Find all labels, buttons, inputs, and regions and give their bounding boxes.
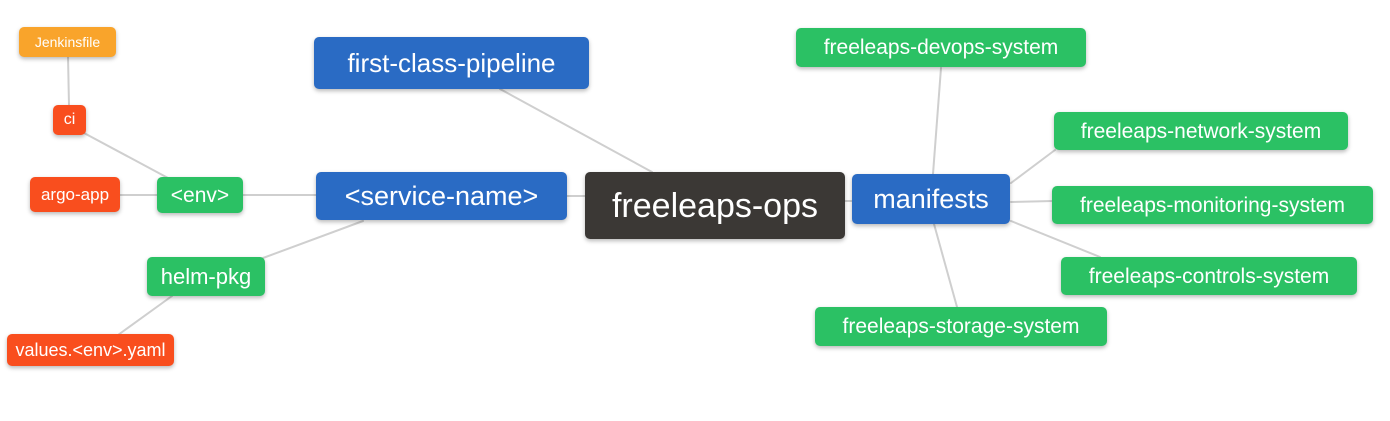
edge-helm-pkg--service-name (262, 220, 364, 259)
edge-manifests--network-system (1010, 149, 1056, 184)
edge-first-class-pipeline--freeleaps-ops (499, 88, 653, 173)
node-freeleaps-ops[interactable]: freeleaps-ops (585, 172, 845, 239)
edge-jenkinsfile--ci (67, 55, 70, 107)
node-first-class-pipeline[interactable]: first-class-pipeline (314, 37, 589, 89)
edge-ci--env (83, 132, 169, 179)
node-manifests[interactable]: manifests (852, 174, 1010, 224)
node-jenkinsfile[interactable]: Jenkinsfile (19, 27, 116, 57)
node-ci[interactable]: ci (53, 105, 86, 135)
edge-helm-pkg--values-env-yaml (117, 295, 173, 336)
node-controls-system[interactable]: freeleaps-controls-system (1061, 257, 1357, 295)
node-storage-system[interactable]: freeleaps-storage-system (815, 307, 1107, 346)
edge-manifests--monitoring-system (1010, 200, 1054, 203)
node-env[interactable]: <env> (157, 177, 243, 213)
node-argo-app[interactable]: argo-app (30, 177, 120, 212)
node-helm-pkg[interactable]: helm-pkg (147, 257, 265, 296)
node-monitoring-system[interactable]: freeleaps-monitoring-system (1052, 186, 1373, 224)
node-service-name[interactable]: <service-name> (316, 172, 567, 220)
node-devops-system[interactable]: freeleaps-devops-system (796, 28, 1086, 67)
edge-manifests--controls-system (1010, 220, 1101, 258)
edge-manifests--storage-system (933, 223, 958, 308)
edge-manifests--devops-system (932, 67, 942, 175)
node-network-system[interactable]: freeleaps-network-system (1054, 112, 1348, 150)
node-values-env-yaml[interactable]: values.<env>.yaml (7, 334, 174, 366)
